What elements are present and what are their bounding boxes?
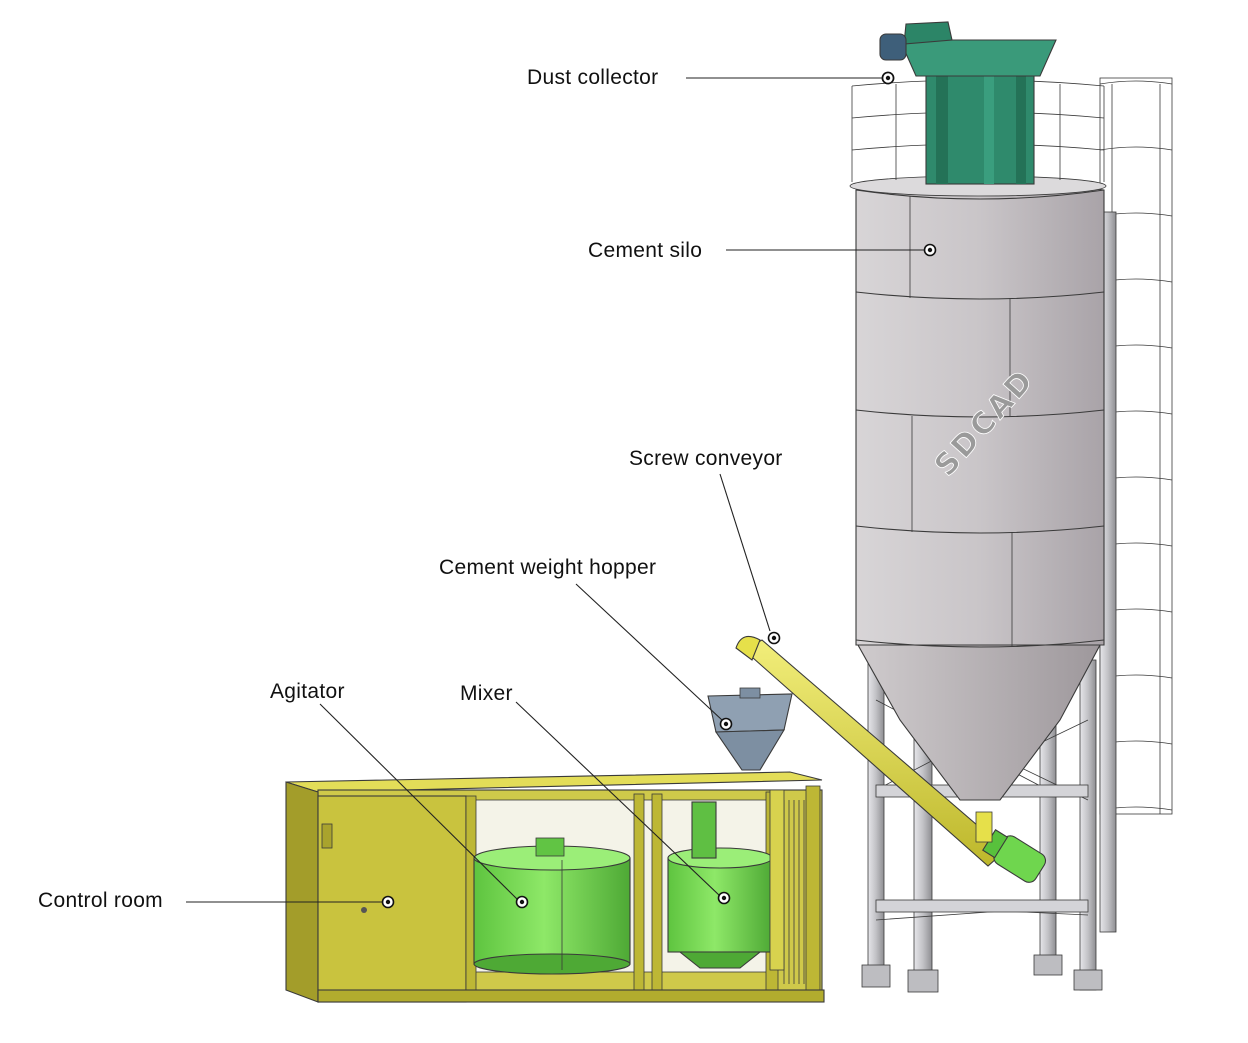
mixer-tank (667, 801, 773, 969)
cement-weight-hopper (707, 687, 793, 971)
dot-dust-collector (881, 71, 895, 85)
callout-dots (381, 71, 937, 909)
screw-conveyor (735, 635, 1047, 883)
dot-weight-hopper (719, 717, 733, 731)
dust-collector (879, 21, 1057, 185)
container-unit (285, 687, 825, 1003)
ladder-hoop (1099, 146, 1173, 151)
label-screw-conveyor: Screw conveyor (629, 447, 783, 470)
label-control-room: Control room (38, 889, 163, 912)
label-cement-weight-hopper: Cement weight hopper (439, 556, 656, 579)
dot-mixer (717, 891, 731, 905)
label-dust-collector: Dust collector (527, 66, 658, 89)
label-agitator: Agitator (270, 680, 345, 703)
callout-labels: Dust collector Cement silo Screw conveyo… (38, 66, 783, 912)
leader-agitator (319, 703, 519, 901)
dot-control-room (381, 895, 395, 909)
dot-agitator (515, 895, 529, 909)
leader-screw-conveyor (719, 473, 771, 632)
label-mixer: Mixer (460, 682, 513, 705)
leader-weight-hopper (575, 583, 723, 721)
ladder-hoop (1099, 80, 1173, 85)
dot-screw-conveyor (767, 631, 781, 645)
label-cement-silo: Cement silo (588, 239, 702, 262)
cement-silo (849, 77, 1173, 993)
leader-lines (186, 77, 926, 903)
silo-panel-seams (855, 196, 1105, 648)
dot-cement-silo (923, 243, 937, 257)
leader-mixer (515, 701, 721, 897)
agitator-tank (473, 837, 631, 975)
